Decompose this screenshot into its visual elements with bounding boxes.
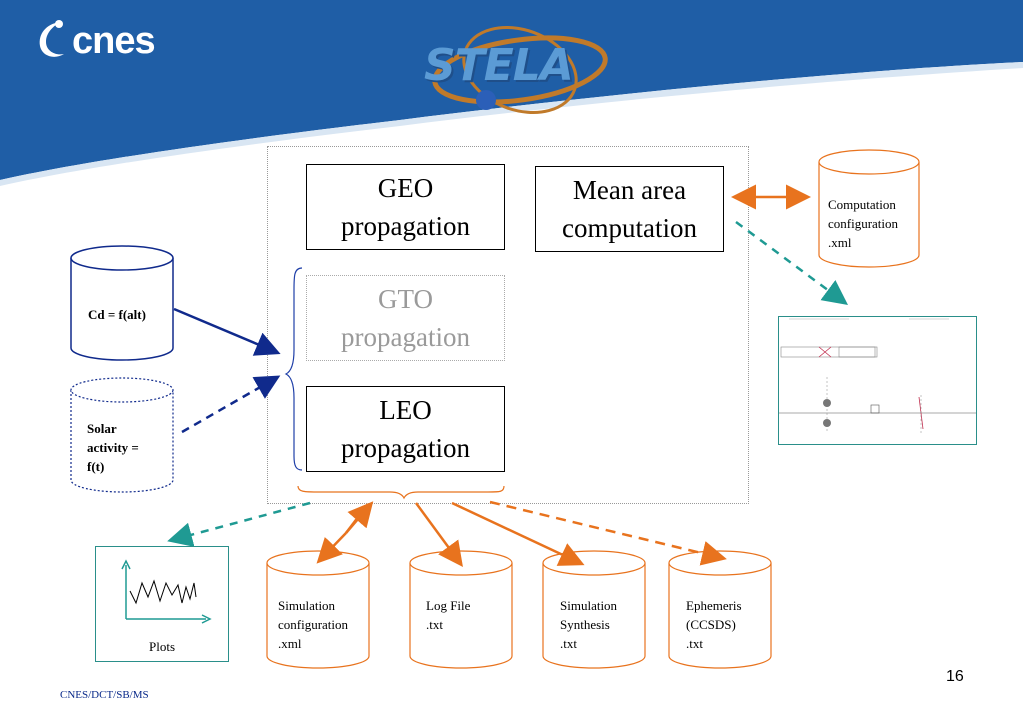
sim-config-line-3: .xml [278, 636, 302, 651]
arrow-sim-config-tail [345, 501, 374, 534]
orbit-icon [432, 25, 608, 115]
stela-logo: STELA [420, 22, 620, 122]
cd-label: Cd = f(alt) [88, 307, 146, 322]
computation-config-line-3: .xml [828, 235, 852, 250]
solar-activity-cylinder [70, 377, 174, 493]
bottom-brace [297, 485, 505, 500]
geo-propagation-box: GEO propagation [306, 164, 505, 250]
gto-propagation-box: GTO propagation [306, 275, 505, 361]
ephemeris-line-3: .txt [686, 636, 703, 651]
arrow-mean-area-to-thumb [735, 220, 849, 305]
cnes-swirl-icon [39, 20, 64, 57]
sim-synthesis-label: Simulation Synthesis .txt [560, 596, 617, 653]
computation-config-line-2: configuration [828, 216, 899, 231]
footer-text: CNES/DCT/SB/MS [60, 689, 149, 701]
header-band [0, 0, 1023, 186]
cnes-logo: cnes [34, 16, 184, 66]
gui-screenshot-sketch [779, 318, 976, 433]
arrow-sim-synthesis [451, 501, 585, 566]
ephemeris-label: Ephemeris (CCSDS) .txt [686, 596, 742, 653]
computation-config-cylinder [818, 149, 920, 268]
plots-box: Plots [95, 546, 229, 662]
mean-area-label: Mean area computation [562, 175, 697, 243]
mean-area-computation-box: Mean area computation [535, 166, 724, 252]
ephemeris-line-1: Ephemeris [686, 598, 742, 613]
gto-propagation-label: GTO propagation [341, 284, 470, 352]
sim-config-label: Simulation configuration .xml [278, 596, 348, 653]
arrow-cd-to-modules [173, 307, 281, 356]
geo-propagation-label: GEO propagation [341, 173, 470, 241]
log-file-label: Log File .txt [426, 596, 470, 634]
stela-modules-frame [267, 146, 749, 504]
leo-propagation-box: LEO propagation [306, 386, 505, 472]
left-brace [284, 267, 303, 471]
log-file-line-2: .txt [426, 617, 443, 632]
sim-config-line-2: configuration [278, 617, 349, 632]
stela-wordmark: STELA [424, 40, 574, 91]
sim-synthesis-cylinder [542, 550, 646, 669]
page-number: 16 [946, 668, 964, 685]
arrow-sim-config-head [316, 532, 347, 564]
gui-screenshot-thumbnail [778, 316, 977, 445]
leo-propagation-label: LEO propagation [341, 395, 470, 463]
ephemeris-line-2: (CCSDS) [686, 617, 736, 632]
solar-activity-label: Solar activity = f(t) [87, 421, 139, 474]
computation-config-line-1: Computation [828, 197, 896, 212]
sim-synthesis-line-1: Simulation [560, 598, 618, 613]
arrow-ephemeris [489, 500, 727, 566]
cd-database-cylinder [70, 245, 174, 361]
plot-sketch-icon [121, 559, 212, 624]
arrow-to-plots [167, 501, 311, 547]
arrow-solar-to-modules [181, 375, 281, 434]
cnes-wordmark: cnes [72, 20, 156, 62]
log-file-line-1: Log File [426, 598, 471, 613]
sim-synthesis-line-3: .txt [560, 636, 577, 651]
computation-config-label: Computation configuration .xml [828, 195, 918, 252]
arrow-log-file [414, 502, 463, 568]
plots-label: Plots [148, 639, 175, 654]
sim-synthesis-line-2: Synthesis [560, 617, 610, 632]
sim-config-line-1: Simulation [278, 598, 336, 613]
